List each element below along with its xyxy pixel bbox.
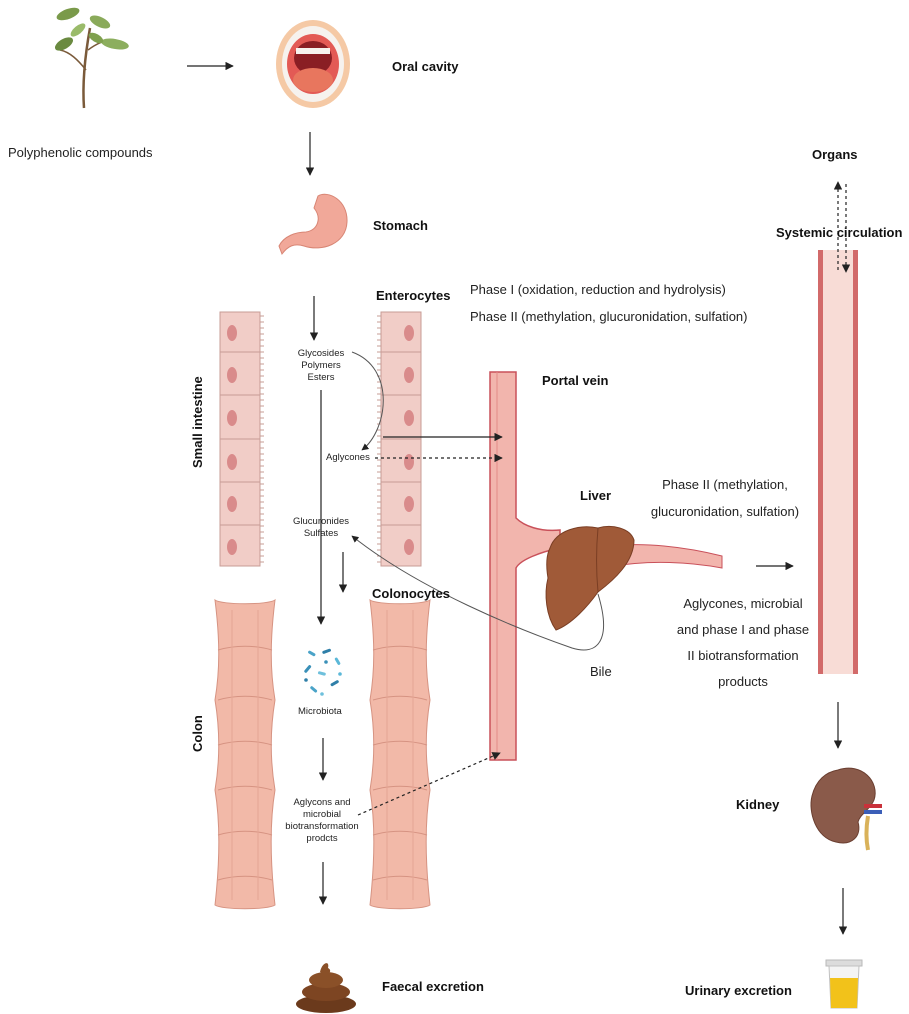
portal-vein-label: Portal vein xyxy=(542,373,608,388)
systemic-circulation-vessel xyxy=(818,250,858,674)
phase2-liver-text: Phase II (methylation, glucuronidation, … xyxy=(640,471,810,525)
liver-label: Liver xyxy=(580,488,611,503)
glucuronides-sulfates: Glucuronides Sulfates xyxy=(286,516,356,540)
aglycones-label: Aglycones xyxy=(326,452,370,464)
bile-label: Bile xyxy=(590,664,612,679)
glycosides-label: Glycosides xyxy=(290,348,352,360)
sulfates-label: Sulfates xyxy=(286,528,356,540)
phase1-label: Phase I (oxidation, reduction and hydrol… xyxy=(470,282,726,297)
polymers-label: Polymers xyxy=(290,360,352,372)
aglycons-line4: prodcts xyxy=(274,833,370,845)
organs-label: Organs xyxy=(812,147,858,162)
aglycones-products-line2: and phase I and phase xyxy=(668,617,818,643)
kidney-icon xyxy=(811,768,882,850)
aglycons-line3: biotransformation xyxy=(274,821,370,833)
aglycons-line2: microbial xyxy=(274,809,370,821)
small-intestine-left-cells xyxy=(220,312,264,566)
glucuronides-label: Glucuronides xyxy=(286,516,356,528)
kidney-label: Kidney xyxy=(736,797,779,812)
oral-cavity-label: Oral cavity xyxy=(392,59,459,74)
stool-icon xyxy=(296,963,356,1013)
stomach-label: Stomach xyxy=(373,218,428,233)
plant-icon xyxy=(53,5,130,108)
small-intestine-right-cells xyxy=(377,312,421,566)
colon-right-wall xyxy=(370,600,430,909)
phase2-enterocytes-label: Phase II (methylation, glucuronidation, … xyxy=(470,309,748,324)
glycosides-polymers-esters: Glycosides Polymers Esters xyxy=(290,348,352,384)
aglycones-products-line1: Aglycones, microbial xyxy=(668,591,818,617)
aglycons-line1: Aglycons and xyxy=(274,797,370,809)
colon-label: Colon xyxy=(190,715,205,752)
aglycones-products-line3: II biotransformation xyxy=(668,643,818,669)
colon-left-wall xyxy=(215,600,275,909)
microbiota-icon xyxy=(304,648,342,695)
aglycons-products-text: Aglycons and microbial biotransformation… xyxy=(274,797,370,845)
enterocytes-label: Enterocytes xyxy=(376,288,450,303)
stomach-icon xyxy=(279,194,347,254)
faecal-excretion-label: Faecal excretion xyxy=(382,979,484,994)
esters-label: Esters xyxy=(290,372,352,384)
phase2-liver-line2: glucuronidation, sulfation) xyxy=(640,498,810,525)
urine-cup-icon xyxy=(826,960,862,1008)
mouth-icon xyxy=(276,20,350,108)
aglycones-products-line4: products xyxy=(668,669,818,695)
polyphenolic-compounds-label: Polyphenolic compounds xyxy=(8,145,153,160)
systemic-circulation-label: Systemic circulation xyxy=(776,225,902,240)
colonocytes-label: Colonocytes xyxy=(372,586,450,601)
aglycones-products-text: Aglycones, microbial and phase I and pha… xyxy=(668,591,818,695)
microbiota-label: Microbiota xyxy=(298,706,342,718)
small-intestine-label: Small intestine xyxy=(190,376,205,468)
phase2-liver-line1: Phase II (methylation, xyxy=(640,471,810,498)
urinary-excretion-label: Urinary excretion xyxy=(685,983,792,998)
